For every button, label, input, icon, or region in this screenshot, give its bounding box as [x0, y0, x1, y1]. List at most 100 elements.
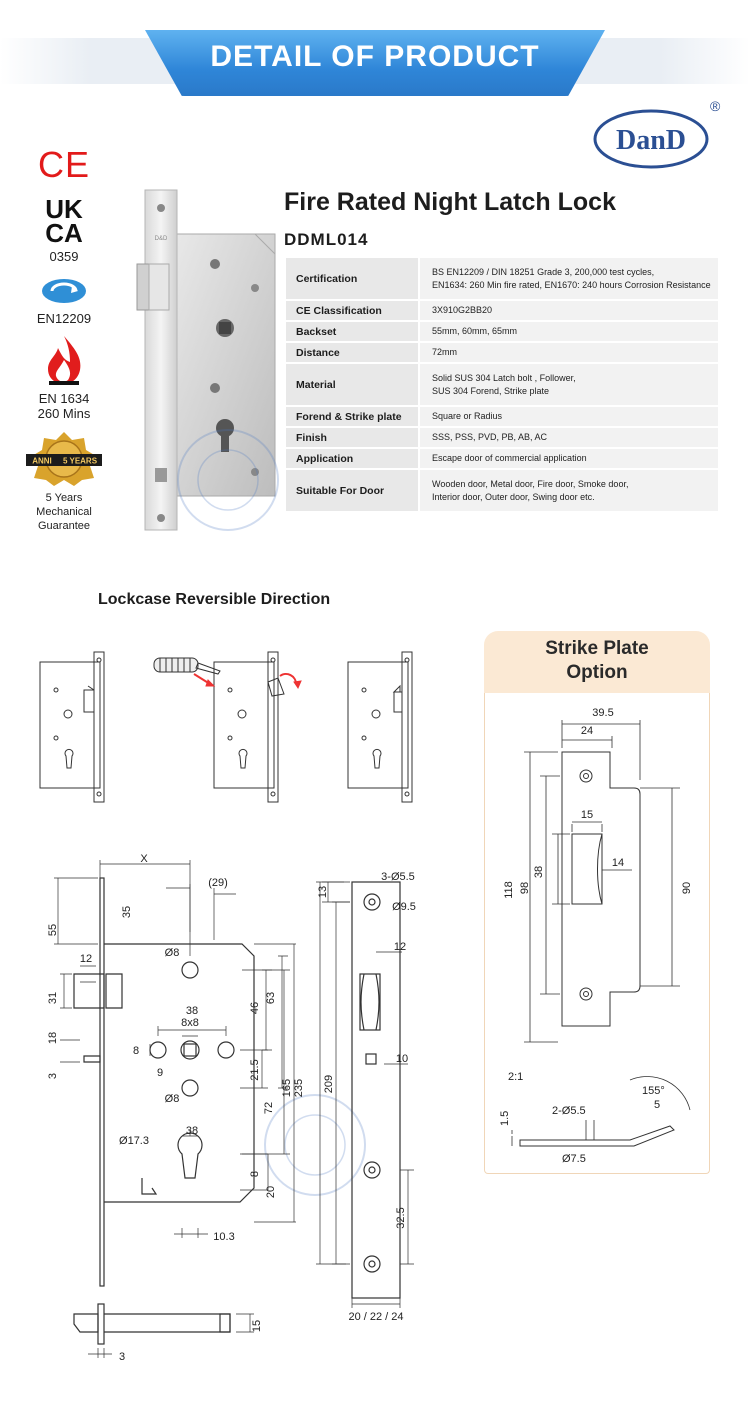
dim-12: 12: [80, 953, 92, 965]
en12209-text: EN12209: [36, 311, 92, 326]
dim-10-3: 10.3: [213, 1231, 234, 1243]
ukca-number: 0359: [49, 249, 79, 264]
spec-key: Suitable For Door: [286, 470, 418, 511]
watermark-seal: [177, 429, 279, 531]
strike-lip: 5: [654, 1099, 660, 1111]
product-title: Fire Rated Night Latch Lock: [284, 188, 616, 216]
ce-mark: CE: [14, 144, 114, 189]
ce-mark-text: CE: [38, 144, 90, 184]
spec-value: 72mm: [418, 343, 718, 362]
dim-o8-top: Ø8: [165, 947, 180, 959]
spec-value: 55mm, 60mm, 65mm: [418, 322, 718, 341]
spec-value-line: Interior door, Outer door, Swing door et…: [432, 491, 595, 502]
dim-20: 20: [265, 1186, 277, 1198]
spec-row: Backset 55mm, 60mm, 65mm: [286, 322, 718, 341]
spec-key: Application: [286, 449, 418, 468]
spec-value: SSS, PSS, PVD, PB, AB, AC: [418, 428, 718, 447]
dim-8x8: 8x8: [181, 1017, 199, 1029]
flame-icon: [48, 336, 81, 385]
lockcase-step-2: [213, 651, 302, 803]
spec-row: Distance 72mm: [286, 343, 718, 362]
guarantee-line2: Mechanical: [36, 506, 92, 518]
banner-title: DETAIL OF PRODUCT: [210, 40, 540, 73]
front-holes-top: 3-Ø5.5: [381, 871, 415, 883]
product-photo: D&D: [136, 189, 276, 531]
spec-value-line: 3X910G2BB20: [432, 305, 493, 315]
strike-scale: 2:1: [508, 1071, 523, 1083]
dim-9: 9: [157, 1067, 163, 1079]
dim-63: 63: [265, 992, 277, 1004]
strike-plate-frame: [484, 693, 710, 1174]
strike-dim-w-total: 39.5: [592, 707, 613, 719]
spec-value-line: Escape door of commercial application: [432, 453, 587, 463]
spec-row: Finish SSS, PSS, PVD, PB, AB, AC: [286, 428, 718, 447]
dand-logo: DanD: [593, 109, 709, 169]
ukca-bottom-text: CA: [45, 218, 83, 244]
cycle-icon: [42, 279, 86, 303]
dim-55: 55: [47, 924, 59, 936]
dim-o17-3: Ø17.3: [119, 1135, 149, 1147]
photo-brand-mark: D&D: [155, 236, 168, 242]
strike-dim-depth: 14: [612, 857, 624, 869]
dim-o8-bottom: Ø8: [165, 1093, 180, 1105]
spec-value-line: SUS 304 Forend, Strike plate: [432, 385, 550, 396]
watermark-seal: [264, 1094, 366, 1196]
strike-plate-header: [484, 631, 710, 693]
spec-row: Suitable For Door Wooden door, Metal doo…: [286, 470, 718, 511]
guarantee-line3: Guarantee: [38, 520, 90, 532]
spec-value-line: Solid SUS 304 Latch bolt , Follower,: [432, 372, 576, 383]
strike-plate-drawing: 39.5 24 15 38 14 118 98 90 2:1 155° 5 1.…: [499, 707, 693, 1165]
spec-key: Finish: [286, 428, 418, 447]
badge-years-text: 5 YEARS: [63, 457, 98, 466]
logo-text: DanD: [616, 125, 686, 156]
dim-72: 72: [263, 1102, 275, 1114]
front-dim-209: 209: [323, 1075, 335, 1093]
bolt-dim-3: 3: [119, 1351, 125, 1363]
spec-row: Forend & Strike plate Square or Radius: [286, 407, 718, 426]
front-dim-13: 13: [317, 886, 329, 898]
dim-x: X: [140, 853, 148, 865]
dim-21-5: 21.5: [249, 1059, 261, 1080]
strike-dim-h-total: 118: [503, 881, 515, 899]
spec-key: Certification: [286, 258, 418, 299]
reversible-direction-diagrams: [39, 651, 413, 803]
fire-rating-badge: EN 1634 260 Mins: [14, 334, 114, 421]
dim-31: 31: [47, 992, 59, 1004]
spec-row: CE Classification 3X910G2BB20: [286, 301, 718, 320]
dim-18: 18: [47, 1032, 59, 1044]
strike-dim-h-lip: 90: [681, 882, 693, 894]
spec-value: 3X910G2BB20: [418, 301, 718, 320]
banner-ribbon: [145, 30, 605, 96]
spec-key: CE Classification: [286, 301, 418, 320]
dim-165: 165: [281, 1079, 293, 1097]
gold-seal-icon: ANNI 5 YEARS: [26, 432, 102, 486]
strike-holes: 2-Ø5.5: [552, 1105, 586, 1117]
strike-title-line2: Option: [566, 662, 628, 683]
lockcase-step-3: [347, 651, 413, 803]
registered-mark: ®: [710, 98, 721, 114]
dim-38-bottom: 38: [186, 1125, 198, 1137]
strike-title-line1: Strike Plate: [545, 638, 649, 659]
spec-key: Backset: [286, 322, 418, 341]
en12209-badge: EN12209: [14, 276, 114, 326]
dim-38-top: 38: [186, 1005, 198, 1017]
spec-value-line: Wooden door, Metal door, Fire door, Smok…: [432, 478, 629, 489]
reversible-direction-title: Lockcase Reversible Direction: [98, 591, 331, 608]
strike-dim-h-holes: 98: [519, 882, 531, 894]
strike-angle: 155°: [642, 1085, 665, 1097]
dim-3: 3: [47, 1073, 59, 1079]
dim-29: (29): [208, 877, 228, 889]
spec-value-line: 72mm: [432, 347, 458, 357]
dim-46: 46: [249, 1002, 261, 1014]
spec-row: Certification BS EN12209 / DIN 18251 Gra…: [286, 258, 718, 299]
strike-plate-title: Strike Plate Option: [484, 637, 710, 685]
spec-row: Material Solid SUS 304 Latch bolt , Foll…: [286, 364, 718, 405]
strike-thickness: 1.5: [499, 1111, 511, 1126]
spec-value: Wooden door, Metal door, Fire door, Smok…: [418, 470, 718, 511]
spec-value: Square or Radius: [418, 407, 718, 426]
spec-key: Distance: [286, 343, 418, 362]
front-dim-10: 10: [396, 1053, 408, 1065]
latch-bolt-top-drawing: 15 3: [73, 1303, 263, 1363]
badge-anni-text: ANNI: [32, 457, 52, 466]
strike-countersink: Ø7.5: [562, 1153, 586, 1165]
